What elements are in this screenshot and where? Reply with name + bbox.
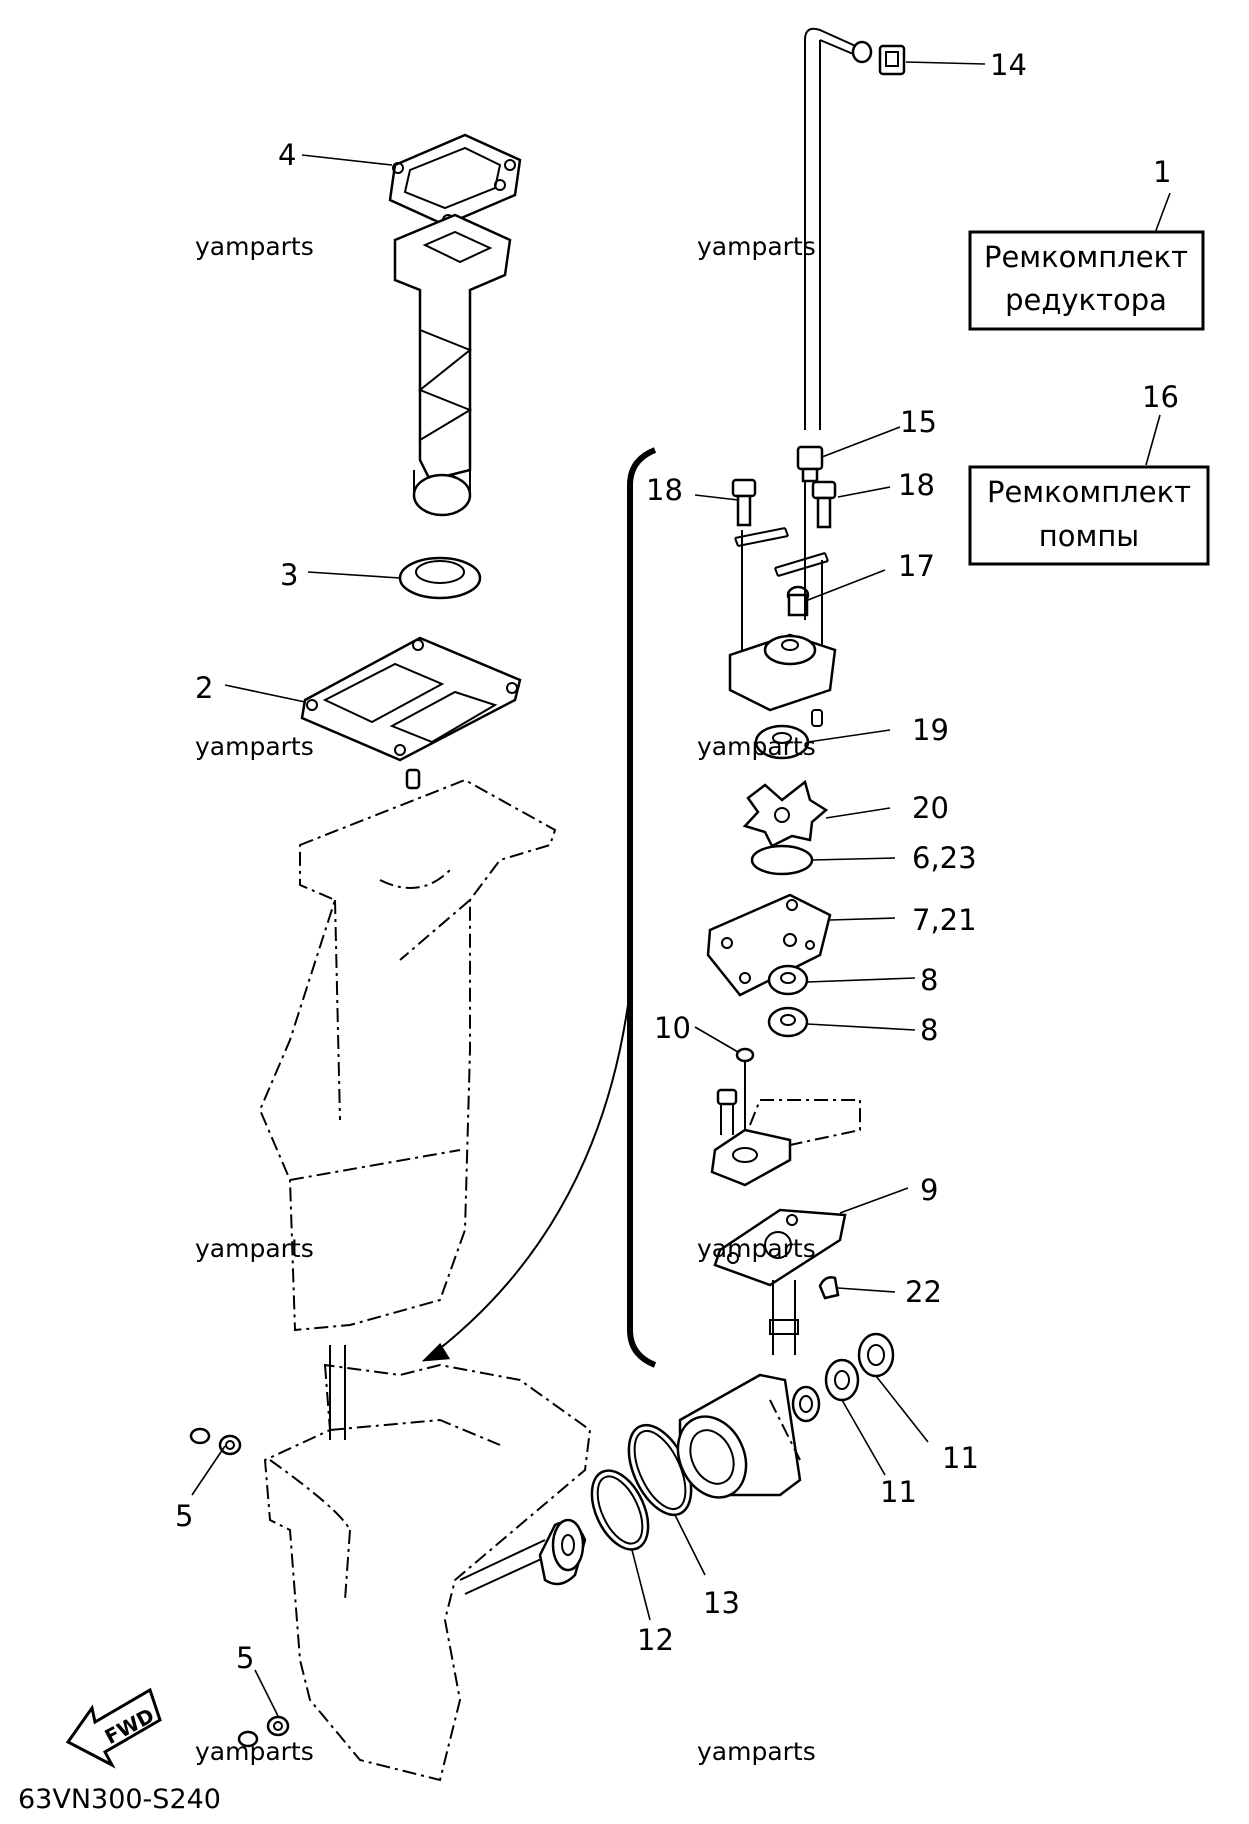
watermarks: yamparts yamparts yamparts yamparts yamp… (195, 232, 816, 1766)
kit-box-gearcase-line2: редуктора (1005, 283, 1167, 317)
kit-box-pump-line1: Ремкомплект (987, 475, 1191, 509)
callout-19: 19 (912, 713, 949, 747)
callout-11-lower: 11 (880, 1475, 917, 1509)
callout-12: 12 (637, 1623, 674, 1657)
callout-3: 3 (280, 558, 298, 592)
propeller-shaft (459, 1518, 587, 1595)
callout-18-left: 18 (646, 473, 683, 507)
callout-11-upper: 11 (942, 1441, 979, 1475)
oil-seal-part-11a (824, 1358, 860, 1402)
callout-14: 14 (990, 48, 1027, 82)
water-tube (804, 27, 873, 430)
callout-8-upper: 8 (920, 963, 938, 997)
callout-5-upper: 5 (175, 1499, 193, 1533)
assembly-arrow (424, 989, 631, 1361)
callout-22: 22 (905, 1275, 942, 1309)
grommet-part-14 (878, 44, 906, 76)
pin (811, 709, 823, 727)
o-ring-part-12 (590, 1469, 650, 1551)
oil-seal-part-11b (857, 1332, 895, 1378)
o-ring-part-6-23 (750, 844, 814, 876)
insert-cartridge-part-17 (786, 585, 810, 617)
impeller-part-20 (742, 779, 829, 848)
callout-8-lower: 8 (920, 1013, 938, 1047)
drive-shaft (329, 1345, 346, 1440)
watermark-text: yamparts (697, 232, 816, 261)
callout-5-lower: 5 (236, 1641, 254, 1675)
drive-shaft-lower (769, 1280, 799, 1355)
exhaust-guide (393, 213, 512, 517)
callout-18-right: 18 (898, 468, 935, 502)
propeller-shaft-housing (676, 1373, 802, 1499)
watermark-text: yamparts (195, 232, 314, 261)
bracket-grouping (627, 447, 657, 1368)
watermark-text: yamparts (697, 732, 816, 761)
callout-4: 4 (278, 138, 296, 172)
bolt-part-18-right (811, 480, 837, 529)
fwd-arrow-icon: FWD (65, 1687, 162, 1769)
callout-20: 20 (912, 791, 949, 825)
leader-lines (191, 61, 1171, 1717)
woodruff-key-part-22 (818, 1276, 840, 1300)
dowel-pin (405, 768, 421, 790)
callout-6-23: 6,23 (912, 841, 977, 875)
bearing-part-8-upper (767, 964, 809, 996)
o-ring-part-10 (735, 1047, 755, 1140)
watermark-text: yamparts (697, 1737, 816, 1766)
callout-1: 1 (1153, 155, 1171, 189)
bolt-washer-part-5-lower (237, 1715, 290, 1748)
callout-9: 9 (920, 1173, 938, 1207)
gasket-part-2 (300, 636, 522, 762)
outer-plate-cartridge (710, 1088, 861, 1187)
watermark-text: yamparts (195, 1737, 314, 1766)
watermark-text: yamparts (195, 1234, 314, 1263)
gasket-part-9 (713, 1208, 847, 1287)
plate-part-7-21 (706, 893, 832, 997)
kit-box-pump-line2: помпы (1039, 519, 1139, 553)
callout-2: 2 (195, 671, 213, 705)
callout-17: 17 (898, 549, 935, 583)
bushing (791, 1385, 821, 1423)
grommet-part-15 (796, 445, 824, 483)
pump-housing (728, 480, 837, 712)
callout-13: 13 (703, 1586, 740, 1620)
kit-box-pump: Ремкомплект помпы (968, 465, 1210, 566)
watermark-text: yamparts (195, 732, 314, 761)
upper-casing (258, 778, 557, 1332)
callout-16: 16 (1142, 380, 1179, 414)
assembly-arrow-head (421, 1342, 451, 1362)
callout-labels: 14 4 1 16 15 18 18 17 3 2 19 20 6,23 7,2… (175, 48, 1179, 1675)
watermark-text: yamparts (697, 1234, 816, 1263)
lower-unit (263, 1363, 592, 1782)
callout-10: 10 (654, 1011, 691, 1045)
bolt-part-18-left (731, 478, 757, 527)
bolt-washer-part-5-upper (189, 1427, 242, 1456)
kit-box-gearcase-line1: Ремкомплект (984, 240, 1188, 274)
kit-box-gearcase: Ремкомплект редуктора (968, 230, 1205, 331)
seal-part-3 (398, 556, 482, 600)
callout-7-21: 7,21 (912, 903, 977, 937)
bearing-part-8-lower (767, 1006, 809, 1038)
diagram-code: 63VN300-S240 (18, 1784, 221, 1815)
callout-15: 15 (900, 405, 937, 439)
plate-strips (734, 527, 829, 577)
gasket-part-4 (388, 133, 522, 227)
